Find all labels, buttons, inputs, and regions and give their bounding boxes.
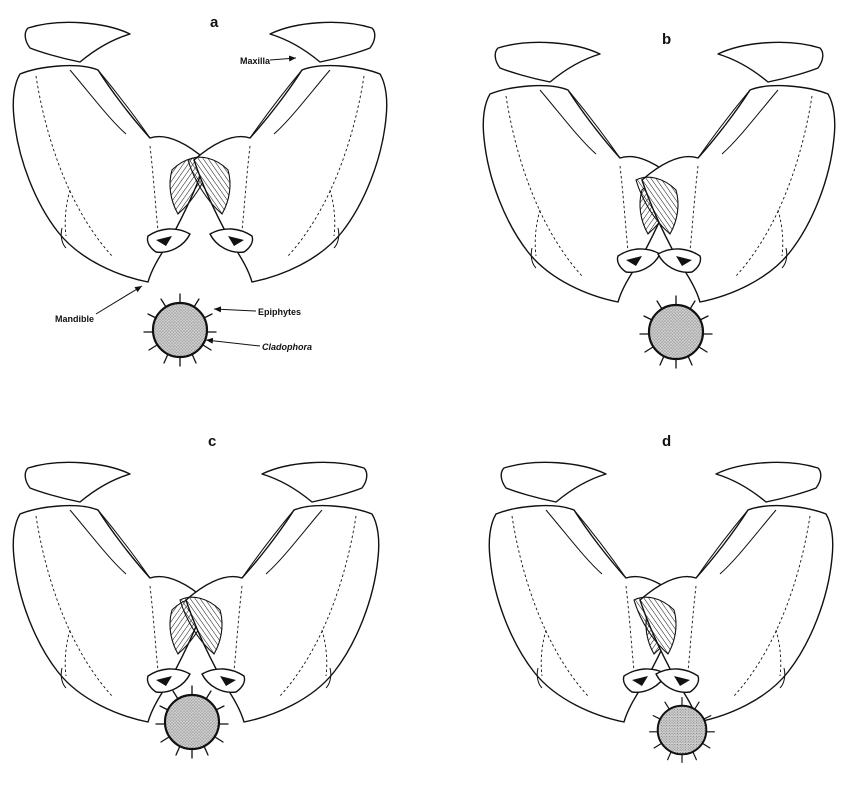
panel-c: c [13,433,379,758]
panel-d-right-half [634,462,833,722]
panel-label-d: d [662,433,671,450]
panel-b: b [483,31,835,368]
panel-label-c: c [208,433,216,450]
panel-label-b: b [662,31,671,48]
panel-a-left-half [13,22,212,282]
label-epiphytes: Epiphytes [258,307,301,317]
label-mandible: Mandible [55,314,94,324]
panel-b-right-half [636,42,835,302]
panel-label-a: a [210,14,219,31]
panel-a-food-particle [144,294,216,366]
panel-c-left-half [13,462,212,722]
panel-c-food-particle [156,686,228,758]
panel-a: a Maxilla Mandible Epiphytes Cladophora [13,14,387,366]
label-cladophora: Cladophora [262,342,312,352]
label-maxilla: Maxilla [240,56,271,66]
panel-b-food-particle [640,296,712,368]
panel-c-right-half [180,462,379,722]
panel-d: d [489,433,833,762]
panel-a-right-half [188,22,387,282]
